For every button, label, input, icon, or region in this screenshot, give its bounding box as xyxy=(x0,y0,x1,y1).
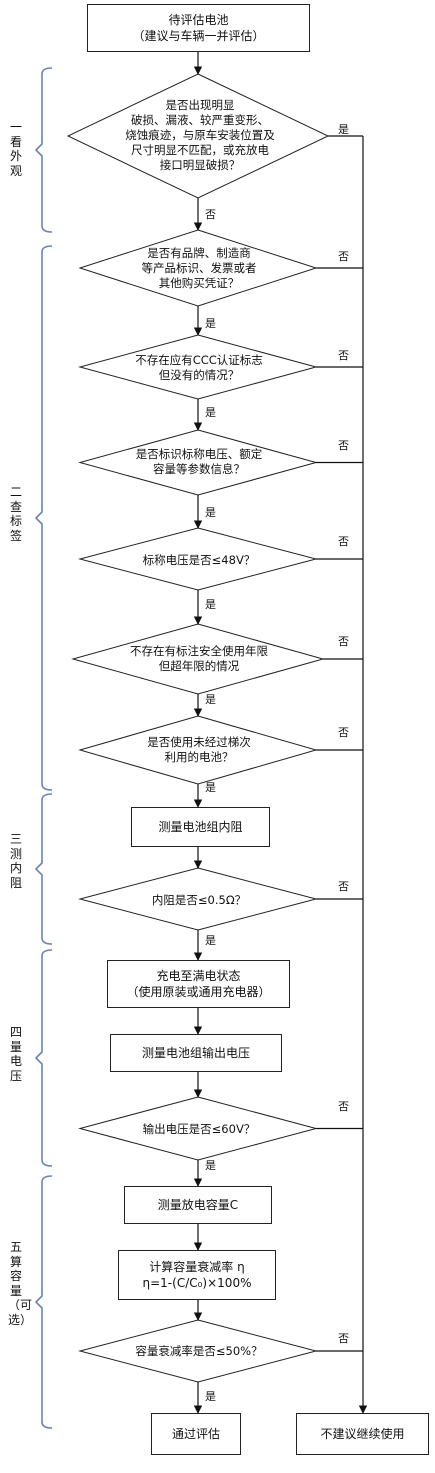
label-d6-down: 是 xyxy=(205,693,216,706)
label-d3-down: 是 xyxy=(205,406,216,419)
label-d10-right: 否 xyxy=(338,1332,349,1345)
decision-ccc-text: 不存在应有CCC认证标志但没有的情况？ xyxy=(135,353,263,382)
label-d8-right: 否 xyxy=(338,880,349,893)
label-d4-down: 是 xyxy=(205,506,216,519)
label-d3-right: 否 xyxy=(338,349,349,362)
label-d9-right: 否 xyxy=(338,1100,349,1113)
label-d9-down: 是 xyxy=(205,1159,216,1172)
measure-capacity-box: 测量放电容量C xyxy=(124,1186,272,1224)
section-label-voltage: 四量电压 xyxy=(9,1025,22,1083)
decision-lifespan-text: 不存在有标注安全使用年限但超年限的情况 xyxy=(130,644,268,673)
label-d2-down: 是 xyxy=(205,317,216,330)
label-d5-right: 否 xyxy=(338,535,349,548)
label-d5-down: 是 xyxy=(205,598,216,611)
section-bracket-2 xyxy=(34,245,53,791)
section-bracket-5 xyxy=(34,1175,53,1429)
section-bracket-3 xyxy=(34,793,53,945)
fail-box: 不建议继续使用 xyxy=(296,1413,429,1455)
decision-damage-text: 是否出现明显破损、漏液、较严重变形、烧蚀痕迹，与原车安装位置及尺寸明显不匹配，或… xyxy=(125,97,275,172)
section-label-appearance: 一看外观 xyxy=(9,120,22,178)
label-d10-down: 是 xyxy=(205,1390,216,1403)
decision-brand-text: 是否有品牌、制造商等产品标识、发票或者其他购买凭证？ xyxy=(141,245,257,290)
decision-output-voltage-text: 输出电压是否≤60V？ xyxy=(142,1121,256,1136)
label-d7-down: 是 xyxy=(205,781,216,794)
label-d4-right: 否 xyxy=(338,439,349,452)
label-d1-down: 否 xyxy=(205,208,216,221)
decision-params-text: 是否标识标称电压、额定容量等参数信息？ xyxy=(135,447,263,476)
decision-capacity-decay-text: 容量衰减率是否≤50%？ xyxy=(135,1343,263,1358)
measure-voltage-box: 测量电池组输出电压 xyxy=(110,1034,282,1072)
measure-resistance-box: 测量电池组内阻 xyxy=(131,807,270,847)
decision-cascade-text: 是否使用未经过梯次利用的电池？ xyxy=(147,735,251,764)
pass-box: 通过评估 xyxy=(151,1413,241,1455)
label-d2-right: 否 xyxy=(338,250,349,263)
section-label-tag: 二查标签 xyxy=(9,485,22,543)
decision-nominal-voltage-text: 标称电压是否≤48V？ xyxy=(142,552,256,567)
start-box: 待评估电池（建议与车辆一并评估） xyxy=(87,4,310,52)
label-d6-right: 否 xyxy=(338,635,349,648)
section-label-resistance: 三测内阻 xyxy=(9,832,22,890)
charge-box: 充电至满电状态（使用原装或通用充电器） xyxy=(107,960,290,1008)
label-d7-right: 否 xyxy=(338,726,349,739)
section-bracket-1 xyxy=(34,67,53,233)
section-bracket-4 xyxy=(34,949,53,1167)
decision-resistance-text: 内阻是否≤0.5Ω？ xyxy=(151,892,247,907)
label-d1-right: 是 xyxy=(338,123,349,136)
label-d8-down: 是 xyxy=(205,934,216,947)
section-label-capacity: 五算容量（可选） xyxy=(8,1240,33,1327)
